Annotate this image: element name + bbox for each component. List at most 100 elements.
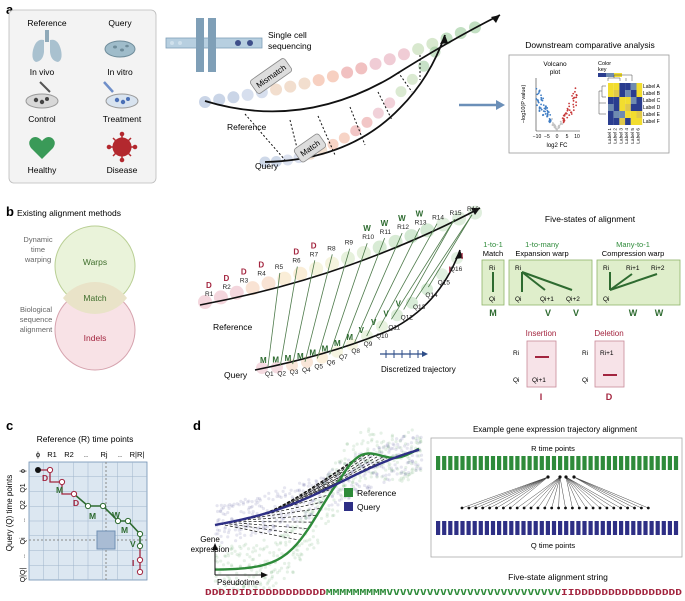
state-letter-d: D <box>311 241 317 250</box>
state-letter-v: V <box>371 318 377 327</box>
label-reference-top: Reference <box>27 18 66 28</box>
query-cell-point <box>304 510 308 514</box>
cell <box>395 86 407 98</box>
q-time-point <box>661 521 666 535</box>
reference-cell-point <box>363 477 368 481</box>
reference-cell-point <box>394 440 398 444</box>
alignment-dashed-line <box>233 521 313 523</box>
volcano-point <box>546 112 549 115</box>
path-state-letter: M <box>89 511 96 521</box>
heatmap-cell <box>636 104 643 111</box>
volcano-point <box>561 117 564 120</box>
fan-node <box>502 506 505 510</box>
string-d-segment: DDDIDIDIDDDDDDDDDD <box>205 588 327 596</box>
reference-cell-point <box>241 585 246 589</box>
q-time-point <box>619 521 624 535</box>
label-control: Control <box>28 114 56 124</box>
reference-cell-point <box>282 576 286 581</box>
reference-cell-point <box>316 541 320 545</box>
r-time-point <box>545 456 550 470</box>
ref-point-label: R8 <box>327 245 336 252</box>
alignment-dashed-line <box>291 453 368 505</box>
reference-cell-point <box>382 445 386 449</box>
one-to-one-sub: Match <box>483 249 503 258</box>
reference-cell-point <box>398 478 402 482</box>
reference-cell-point <box>263 576 268 580</box>
query-cell-point <box>250 500 254 504</box>
volcano-point <box>570 113 573 115</box>
reference-cell-point <box>410 468 414 472</box>
query-cell-point <box>274 518 279 522</box>
reference-cell-point <box>351 480 355 485</box>
reference-cell-point <box>370 437 374 441</box>
query-cell-point <box>381 474 385 478</box>
heatmap-label-c: Label C <box>643 98 661 104</box>
reference-cell-point <box>275 543 279 547</box>
volcano-point <box>559 120 562 123</box>
state-letter-v: V <box>383 309 389 318</box>
heatmap-cell <box>613 83 620 90</box>
row-label: .. <box>20 518 27 522</box>
query-cell-point <box>255 511 259 516</box>
cell <box>383 53 396 66</box>
arrow-to-downstream <box>459 100 505 110</box>
query-cell-point <box>400 470 404 474</box>
legend-reference-label: Reference <box>357 488 396 498</box>
state-letter-m: M <box>322 344 329 353</box>
query-cell-point <box>235 502 239 506</box>
reference-cell-point <box>245 552 249 557</box>
ref-point-label: R2 <box>222 284 231 291</box>
fan-node <box>467 506 471 510</box>
reference-cell-point <box>310 512 314 516</box>
query-cell-point <box>284 513 288 518</box>
q-time-point <box>527 521 532 535</box>
query-cell-point <box>285 524 289 528</box>
query-cell-point <box>279 513 284 517</box>
query-cell-point <box>381 446 385 450</box>
query-cell-point <box>276 492 280 496</box>
panel-b-letter: b <box>6 204 14 219</box>
state-d: D <box>606 392 613 402</box>
fan-line <box>565 476 614 509</box>
reference-cell-point <box>390 438 394 442</box>
fan-line <box>573 476 635 509</box>
query-cell-point <box>273 504 277 509</box>
query-cell-point <box>411 436 415 440</box>
reference-cell-point <box>301 527 306 531</box>
cell <box>340 251 355 266</box>
query-cell-point <box>280 519 284 523</box>
reference-cell-point <box>384 476 388 480</box>
query-point-label: Q8 <box>351 348 360 355</box>
panel-a-letter: a <box>6 2 14 17</box>
heatmap-cell <box>613 104 620 111</box>
r-time-point <box>667 456 672 470</box>
reference-cell-point <box>311 529 315 533</box>
query-cell-point <box>215 504 219 508</box>
reference-cell-point <box>297 544 301 548</box>
query-cell-point <box>246 507 251 511</box>
reference-cell-point <box>299 552 303 556</box>
query-cell-point <box>381 466 386 470</box>
query-cell-point <box>306 484 310 488</box>
query-cell-point <box>219 503 223 507</box>
r-time-point <box>576 456 581 470</box>
query-cell-point <box>309 512 314 516</box>
reference-cell-point <box>338 488 342 493</box>
r-time-point <box>527 456 532 470</box>
reference-cell-point <box>339 487 343 491</box>
reference-cell-point <box>324 521 328 526</box>
downstream-box <box>508 54 670 154</box>
deletion-label: Deletion <box>594 329 623 338</box>
query-cell-point <box>405 461 409 465</box>
volcano-point <box>568 102 570 105</box>
query-cell-point <box>389 466 393 470</box>
cell <box>384 97 396 109</box>
query-point-label: Q13 <box>413 304 426 311</box>
q-time-point <box>606 521 611 535</box>
fan-hub <box>546 475 550 479</box>
alignment-link <box>329 243 368 355</box>
reference-cell-point <box>399 476 403 480</box>
d-qi: Qi <box>582 377 589 384</box>
r-time-point <box>442 456 447 470</box>
reference-cell-point <box>238 564 243 568</box>
